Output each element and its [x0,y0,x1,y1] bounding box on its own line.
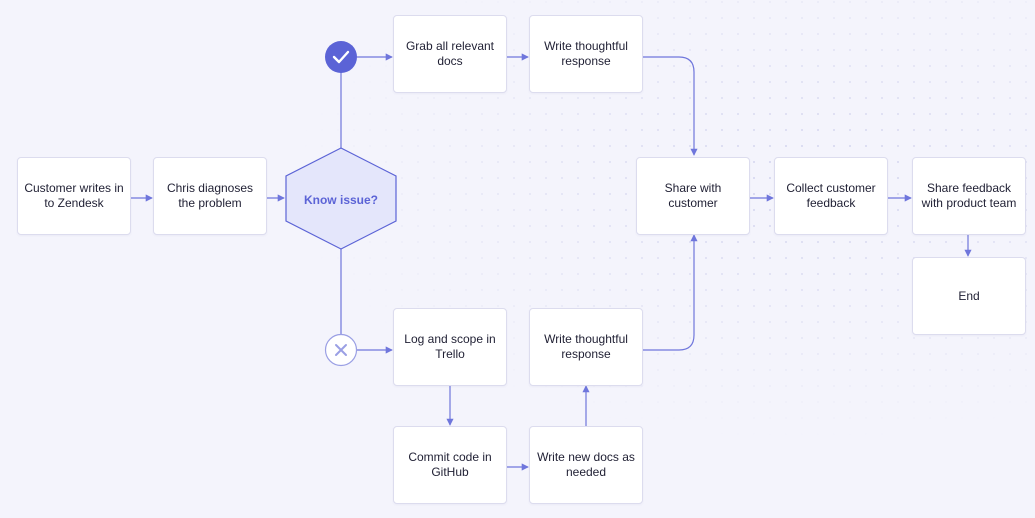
connector-write-bottom-to-share [642,234,698,351]
node-label: End [958,288,980,303]
node-write-response-bottom: Write thoughtful response [529,308,643,386]
node-collect-feedback: Collect customer feedback [774,157,888,235]
node-label: Customer writes in to Zendesk [24,181,124,210]
node-label: Collect customer feedback [786,181,876,210]
node-share-feedback: Share feedback with product team [912,157,1026,235]
node-commit-code: Commit code in GitHub [393,426,507,504]
node-label: Commit code in GitHub [408,450,492,479]
node-label: Log and scope in Trello [404,332,496,361]
node-write-response-top: Write thoughtful response [529,15,643,93]
node-label: Share with customer [664,181,722,210]
node-grab-docs: Grab all relevant docs [393,15,507,93]
decision-label: Know issue? [303,193,378,207]
connectors [130,53,972,471]
node-customer-writes: Customer writes in to Zendesk [17,157,131,235]
node-chris-diagnoses: Chris diagnoses the problem [153,157,267,235]
connector-write-top-to-share [642,56,698,156]
node-label: Write thoughtful response [544,332,628,361]
x-icon [324,333,358,367]
node-label: Share feedback with product team [921,181,1017,210]
check-icon [325,41,357,73]
node-end: End [912,257,1026,335]
node-share-customer: Share with customer [636,157,750,235]
node-write-new-docs: Write new docs as needed [529,426,643,504]
decision-diamond [285,147,397,250]
node-label: Grab all relevant docs [405,39,495,68]
node-label: Write thoughtful response [544,39,628,68]
node-label: Chris diagnoses the problem [166,181,254,210]
node-log-scope: Log and scope in Trello [393,308,507,386]
node-label: Write new docs as needed [537,450,635,479]
